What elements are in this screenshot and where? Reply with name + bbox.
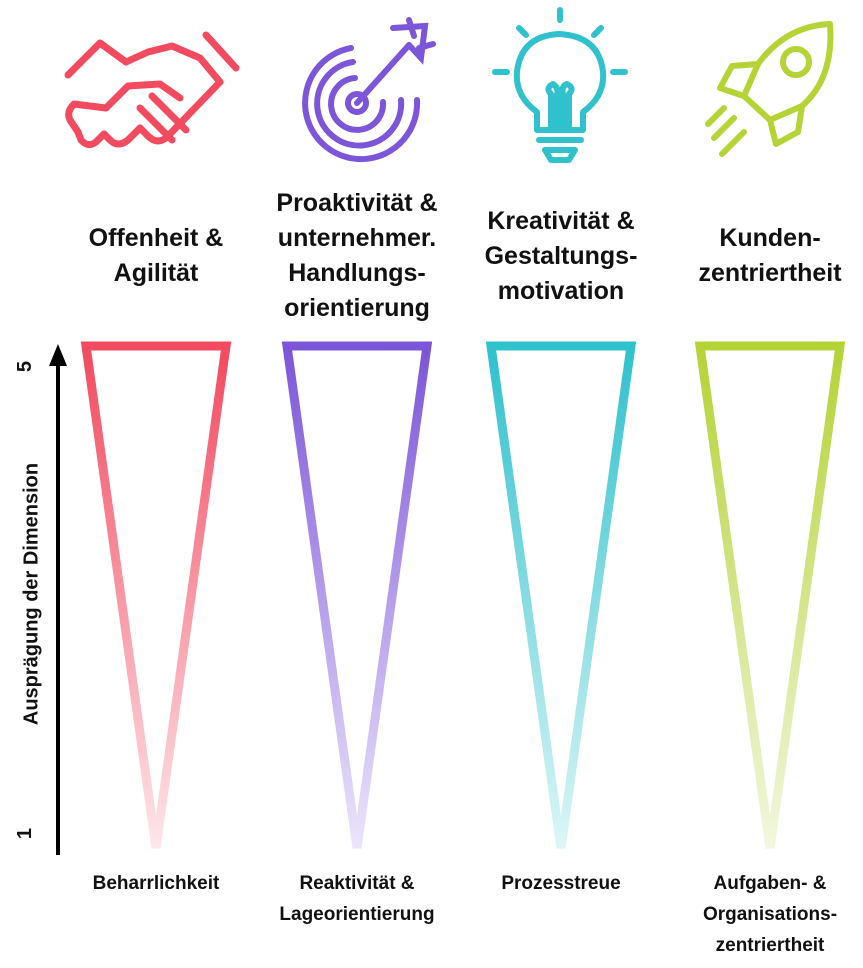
axis-arrow	[49, 344, 67, 855]
dimension-triangle	[485, 341, 637, 849]
handshake-icon	[64, 31, 240, 149]
dimension-column-kreativitaet: Kreativität & Gestaltungs- motivation Pr…	[453, 0, 669, 968]
lightbulb-icon	[492, 7, 628, 163]
dimension-opposite: Aufgaben- & Organisations- zentriertheit	[702, 873, 838, 956]
dimension-triangle	[80, 341, 232, 849]
dimension-title: Proaktivität & unternehmer. Handlungs- o…	[276, 189, 438, 322]
dimension-triangle	[694, 341, 846, 849]
dimension-triangle	[281, 341, 433, 849]
rocket-icon	[705, 21, 834, 157]
dimension-column-proaktivitaet: Proaktivität & unternehmer. Handlungs- o…	[249, 0, 465, 968]
dimension-title: Kunden- zentriertheit	[698, 224, 842, 287]
dimension-column-kundenzentriertheit: Kunden- zentriertheit Aufgaben- & Organi…	[662, 0, 863, 968]
dimension-opposite: Reaktivität & Lageorientierung	[279, 873, 435, 925]
dimension-opposite: Prozesstreue	[501, 873, 621, 894]
dimension-title: Offenheit & Agilität	[88, 224, 224, 287]
dimension-column-offenheit: Offenheit & Agilität Beharrlichkeit	[48, 0, 264, 968]
target-arrow-icon	[302, 17, 436, 163]
axis-tick-high: 5	[14, 360, 37, 373]
dimension-title: Kreativität & Gestaltungs- motivation	[484, 206, 638, 305]
dimension-opposite: Beharrlichkeit	[92, 873, 220, 894]
axis-tick-low: 1	[14, 827, 37, 840]
